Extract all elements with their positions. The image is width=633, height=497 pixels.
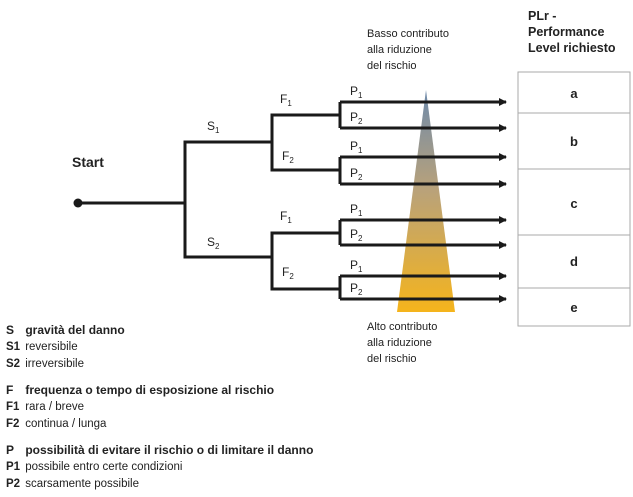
level-e: e: [570, 300, 577, 315]
legend-p2: P2 scarsamente possibile: [6, 478, 139, 490]
risk-reduction-triangle: [397, 90, 455, 312]
svg-text:PLr -: PLr -: [528, 9, 556, 23]
svg-text:S2: S2: [207, 235, 220, 251]
svg-text:P2: P2: [350, 281, 363, 297]
branch-labels: S1 S2 F1 F2 F1 F2 P1 P2 P1 P2 P1 P2 P1 P…: [207, 84, 363, 297]
legend-p-title: P possibilità di evitare il rischio o di…: [6, 443, 314, 457]
level-c: c: [570, 196, 577, 211]
svg-text:del rischio: del rischio: [367, 60, 417, 72]
level-b: b: [570, 134, 578, 149]
low-contribution-note: Basso contributo alla riduzione del risc…: [367, 28, 449, 72]
svg-text:P1: P1: [350, 139, 363, 155]
legend-p1: P1 possibile entro certe condizioni: [6, 461, 183, 473]
legend-s1: S1 reversibile: [6, 341, 78, 353]
start-label: Start: [72, 154, 104, 170]
svg-text:P1: P1: [350, 258, 363, 274]
svg-text:F1: F1: [280, 209, 292, 225]
legend-f2: F2 continua / lunga: [6, 418, 107, 430]
svg-text:P1: P1: [350, 202, 363, 218]
svg-text:F2: F2: [282, 265, 294, 281]
svg-text:Performance: Performance: [528, 25, 604, 39]
svg-text:P2: P2: [350, 227, 363, 243]
decision-tree: [73, 98, 507, 303]
legend-f-title: F frequenza o tempo di esposizione al ri…: [6, 383, 275, 397]
legend-s-title: S gravità del danno: [6, 323, 125, 337]
svg-text:P2: P2: [350, 110, 363, 126]
plr-header: PLr - Performance Level richiesto: [528, 9, 616, 55]
svg-text:S1: S1: [207, 119, 220, 135]
svg-text:F2: F2: [282, 149, 294, 165]
level-d: d: [570, 254, 578, 269]
plr-table: [517, 71, 631, 327]
svg-text:F1: F1: [280, 92, 292, 108]
svg-text:P2: P2: [350, 166, 363, 182]
svg-text:Level richiesto: Level richiesto: [528, 41, 616, 55]
legend-s2: S2 irreversibile: [6, 358, 84, 370]
svg-text:alla riduzione: alla riduzione: [367, 337, 432, 349]
svg-text:P1: P1: [350, 84, 363, 100]
level-a: a: [570, 86, 578, 101]
svg-text:Basso contributo: Basso contributo: [367, 28, 449, 40]
svg-text:Alto contributo: Alto contributo: [367, 321, 437, 333]
high-contribution-note: Alto contributo alla riduzione del risch…: [367, 321, 437, 365]
svg-text:alla riduzione: alla riduzione: [367, 44, 432, 56]
svg-text:del rischio: del rischio: [367, 353, 417, 365]
legend: S gravità del danno S1 reversibile S2 ir…: [6, 322, 313, 493]
legend-f1: F1 rara / breve: [6, 401, 85, 413]
